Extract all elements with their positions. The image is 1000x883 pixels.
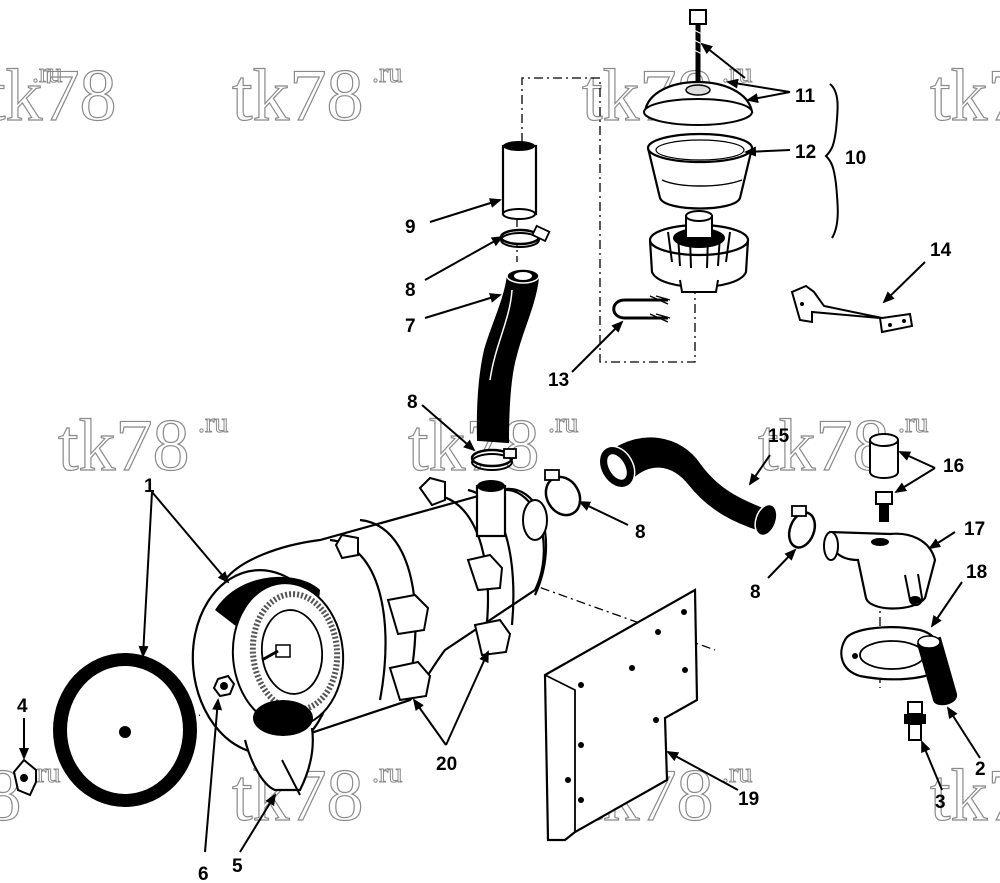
callout-15: 15 bbox=[768, 426, 790, 447]
callout-2: 2 bbox=[975, 759, 986, 780]
callout-11: 11 bbox=[795, 86, 816, 107]
callout-6: 6 bbox=[198, 864, 209, 883]
gasket-18 bbox=[840, 626, 943, 681]
pipe-9 bbox=[501, 141, 538, 220]
tube-2 bbox=[916, 636, 958, 706]
dust-port bbox=[243, 727, 314, 792]
breather-cap-assembly bbox=[643, 9, 754, 293]
air-filter-housing bbox=[191, 476, 548, 796]
callout-17: 17 bbox=[964, 519, 985, 540]
elbow-17 bbox=[823, 530, 937, 610]
callout-20: 20 bbox=[436, 754, 457, 775]
mounting-feet bbox=[334, 476, 512, 702]
callout-13: 13 bbox=[548, 370, 569, 391]
callout-14: 14 bbox=[930, 240, 952, 261]
svg-text:.ru: .ru bbox=[898, 408, 928, 439]
hose-clamp-upper bbox=[499, 224, 551, 248]
callout-8-right: 8 bbox=[635, 522, 646, 543]
filter-cover bbox=[53, 653, 197, 807]
callout-18: 18 bbox=[966, 562, 987, 583]
svg-text:tk78: tk78 bbox=[408, 405, 540, 487]
bracket-10 bbox=[824, 83, 839, 239]
svg-text:tk78: tk78 bbox=[232, 55, 364, 137]
nut-6 bbox=[212, 674, 236, 698]
callout-8-lower: 8 bbox=[750, 582, 761, 603]
svg-text:tk78: tk78 bbox=[930, 755, 1000, 837]
mounting-bracket bbox=[790, 284, 914, 334]
callout-16: 16 bbox=[943, 456, 964, 477]
watermark: tk78.ru bbox=[0, 54, 117, 137]
hose-clamp-middle bbox=[470, 448, 517, 471]
svg-text:tk78: tk78 bbox=[930, 55, 1000, 137]
svg-text:tk78: tk78 bbox=[758, 405, 890, 487]
fitting-3 bbox=[904, 701, 926, 741]
hose-15 bbox=[608, 437, 767, 532]
wing-nut-4 bbox=[12, 758, 37, 797]
watermark: tk78 .ru bbox=[231, 54, 402, 137]
svg-text:tk78: tk78 bbox=[0, 55, 117, 137]
mounting-plate bbox=[543, 588, 699, 842]
leader-arrows bbox=[19, 42, 981, 853]
cap-bolt-head bbox=[689, 9, 707, 25]
svg-text:.ru: .ru bbox=[548, 408, 578, 439]
callout-labels: 1 2 3 4 5 6 7 8 8 8 8 9 10 11 12 13 14 1… bbox=[17, 86, 987, 883]
callout-5: 5 bbox=[232, 856, 243, 877]
svg-text:.ru: .ru bbox=[372, 758, 402, 789]
watermark: tk78 .ru bbox=[57, 404, 228, 487]
svg-text:.ru: .ru bbox=[198, 408, 228, 439]
callout-8-upper: 8 bbox=[405, 280, 416, 301]
callout-10: 10 bbox=[845, 148, 866, 169]
callout-12: 12 bbox=[795, 142, 816, 163]
callout-19: 19 bbox=[738, 789, 759, 810]
watermark: tk78 bbox=[929, 54, 1000, 137]
breather-bowl bbox=[646, 147, 754, 210]
callout-4: 4 bbox=[17, 696, 28, 717]
hose-clamp-15a bbox=[544, 469, 582, 517]
svg-text:tk78: tk78 bbox=[58, 405, 190, 487]
hose-7 bbox=[476, 273, 540, 444]
callout-7: 7 bbox=[405, 316, 416, 337]
u-bolt bbox=[612, 295, 671, 323]
callout-9: 9 bbox=[405, 217, 416, 238]
fitting-16 bbox=[869, 433, 899, 522]
watermark: tk78 .ru bbox=[757, 404, 928, 487]
watermark: tk78 bbox=[929, 754, 1000, 837]
callout-8-middle: 8 bbox=[407, 392, 418, 413]
svg-text:.ru: .ru bbox=[32, 58, 62, 89]
callout-1: 1 bbox=[144, 476, 155, 497]
hose-clamp-15b bbox=[787, 505, 817, 549]
callout-3: 3 bbox=[935, 792, 946, 813]
svg-text:.ru: .ru bbox=[372, 58, 402, 89]
